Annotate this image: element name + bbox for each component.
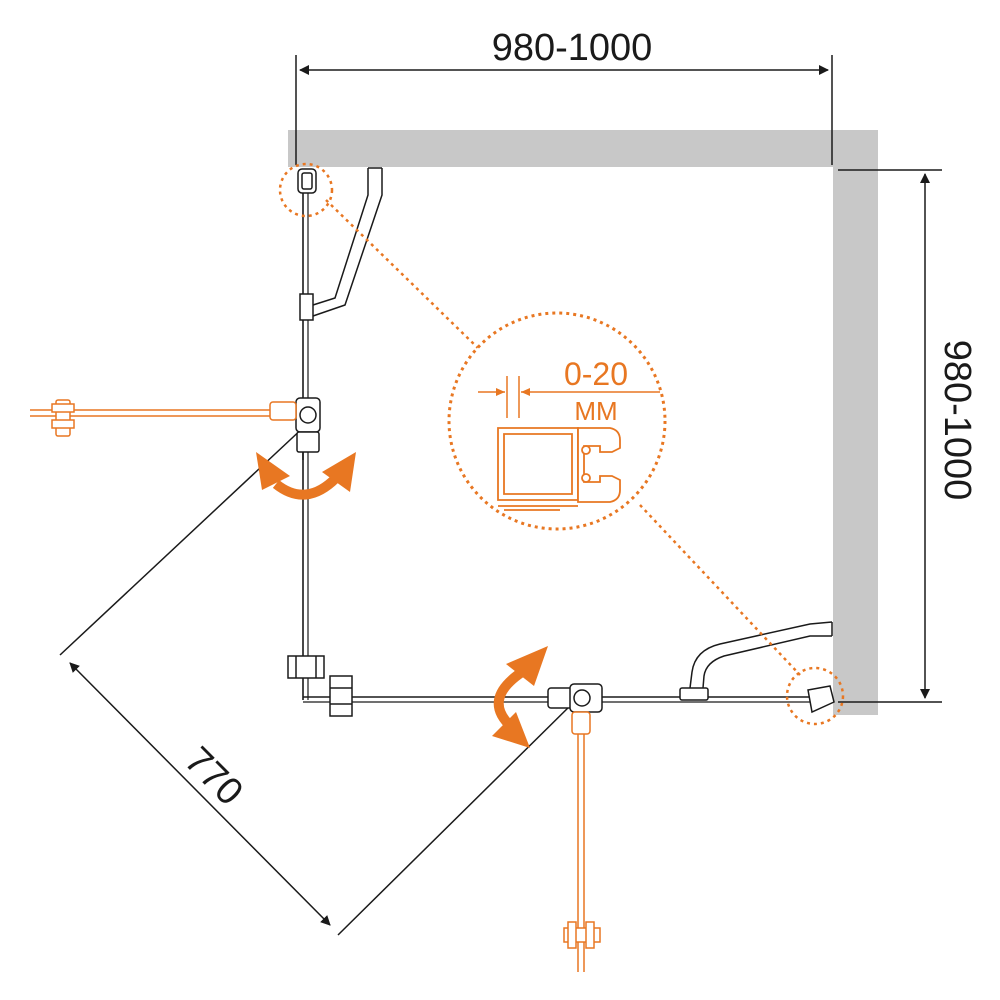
adjustment-range-label: 0-20 (564, 356, 628, 392)
front-hinge (547, 683, 603, 713)
support-bar-left (299, 167, 383, 321)
left-door-open (30, 399, 297, 437)
corner-connector-bottom-left (287, 655, 353, 717)
front-door-open (563, 711, 601, 972)
adjustment-unit-label: MM (574, 396, 617, 426)
left-hinge (295, 397, 321, 460)
profile-detail-callout: 0-20 MM (447, 311, 667, 531)
profile-detail-marker-bottom-right (785, 666, 845, 726)
walls (288, 130, 878, 715)
profile-detail-marker-top-left (278, 162, 334, 218)
profile-detail-markers (278, 162, 845, 726)
front-door-rotation-arrow-icon (492, 646, 548, 748)
door-opening-dimension-line (69, 662, 331, 926)
wall-profile-bottom-right (807, 685, 835, 714)
depth-dimension: 980-1000 (838, 169, 978, 703)
top-wall (288, 130, 878, 167)
width-label: 980-1000 (492, 27, 653, 69)
door-opening-label: 770 (176, 739, 251, 814)
support-bar-right (679, 621, 833, 701)
wall-profile-top-left (297, 168, 317, 194)
left-door-rotation-arrow-icon (256, 452, 356, 500)
right-wall (833, 130, 878, 715)
width-dimension: 980-1000 (295, 27, 833, 165)
depth-label: 980-1000 (936, 340, 978, 501)
